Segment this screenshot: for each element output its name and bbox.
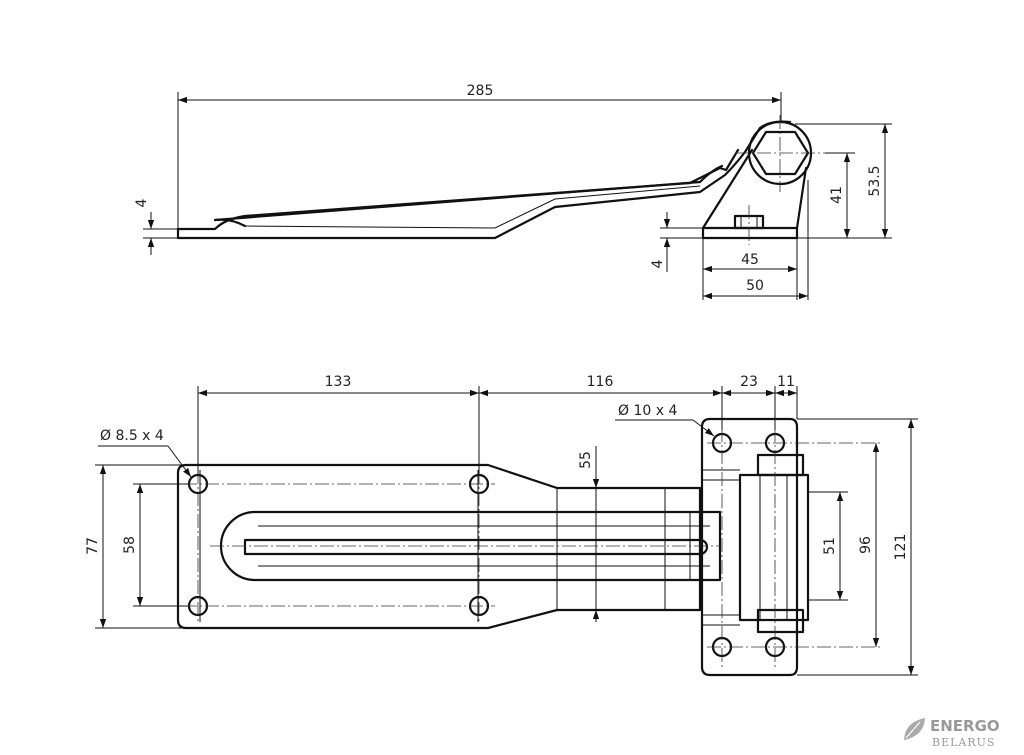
top-knuckle-nut-top [756,453,805,477]
top-slot-outline [219,510,722,582]
side-view: 285 4 53.5 41 4 45 50 [134,83,892,300]
side-rib [213,218,247,228]
dim-77: 77 [85,537,101,555]
top-base-outline [700,417,799,677]
top-knuckle-nut-bottom [756,608,805,634]
plate-holes [187,473,490,617]
logo-name: ENERGO [930,717,1000,735]
dim-121: 121 [893,534,909,561]
dim-45: 45 [741,252,759,268]
dim-11: 11 [777,374,795,390]
dim-96: 96 [858,536,874,554]
dim-116: 116 [587,374,614,390]
dim-4-foot: 4 [650,259,666,268]
top-slot-inner [243,538,709,556]
logo-sub: BELARUS [932,736,995,749]
dim-133: 133 [325,374,352,390]
hole-note-base: Ø 10 x 4 [618,403,677,419]
top-view: 133 116 23 11 Ø 10 x 4 Ø 8.5 x 4 55 77 [85,374,918,677]
dim-55: 55 [578,451,594,469]
side-plate-under [244,185,701,229]
side-plate-ridge [213,164,724,222]
dim-53-5: 53.5 [867,165,883,196]
dim-4-plate: 4 [134,198,150,207]
dim-285: 285 [467,83,494,99]
base-holes [711,432,786,658]
energo-logo: ENERGO BELARUS [904,717,1000,749]
dim-50: 50 [746,278,764,294]
hole-note-plate: Ø 8.5 x 4 [100,428,164,444]
top-plate-outline [176,463,702,630]
side-bracket [701,148,808,240]
dim-58: 58 [122,536,138,554]
dim-51: 51 [822,537,838,555]
dim-23: 23 [740,374,758,390]
dim-41: 41 [829,186,845,204]
